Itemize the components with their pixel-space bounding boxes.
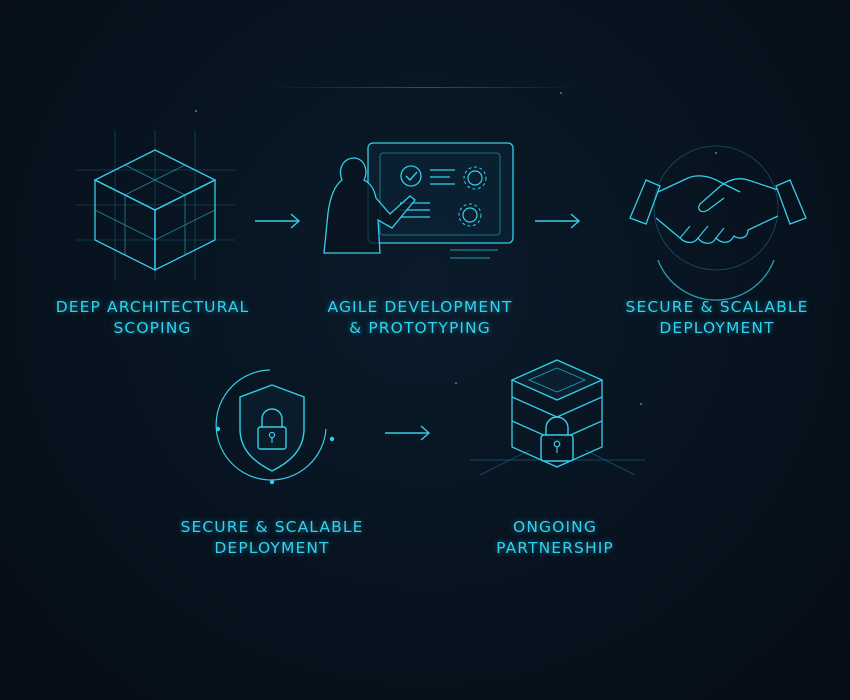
decorative-glow-line [270, 87, 580, 88]
arrow-right-icon [535, 211, 583, 231]
developer-dashboard-icon [320, 138, 520, 278]
particle-dot [195, 110, 197, 112]
particle-dot [455, 382, 457, 384]
arrow-right-icon [255, 211, 303, 231]
particle-dot [560, 92, 562, 94]
cube-icon [75, 130, 235, 280]
step-label-development: AGILE DEVELOPMENT& PROTOTYPING [327, 298, 513, 337]
handshake-icon [628, 140, 808, 301]
shield-lock-icon [208, 365, 338, 485]
particle-dot [715, 152, 717, 154]
arrow-right-icon [385, 423, 433, 443]
particle-dot [640, 403, 642, 405]
server-lock-icon [470, 355, 645, 500]
